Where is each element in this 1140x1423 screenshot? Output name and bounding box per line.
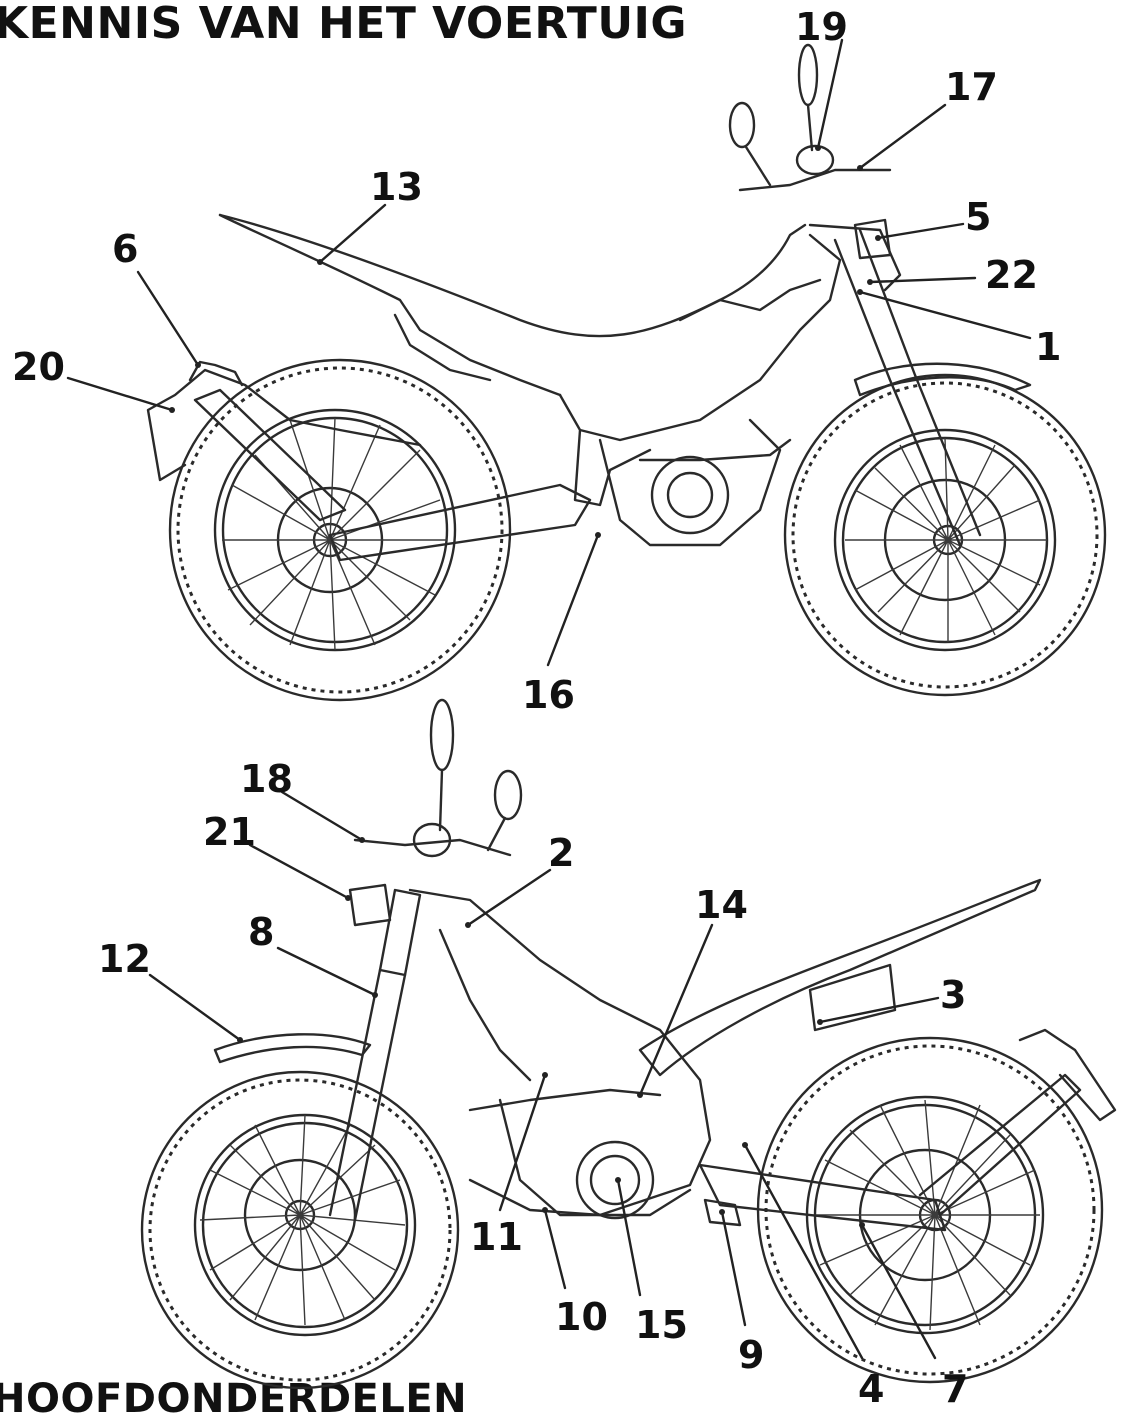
callout-2: 2 bbox=[548, 831, 574, 875]
callout-11: 11 bbox=[470, 1215, 523, 1259]
callout-15: 15 bbox=[635, 1303, 688, 1347]
page-title: KENNIS VAN HET VOERTUIG bbox=[0, 0, 688, 49]
rear-fender-left bbox=[1018, 1028, 1117, 1122]
leader-lines bbox=[66, 38, 1032, 1360]
handlebar-left bbox=[353, 838, 512, 857]
callout-6: 6 bbox=[112, 227, 138, 271]
callout-16: 16 bbox=[522, 673, 575, 717]
rear-wheel bbox=[168, 358, 512, 702]
motorcycle-left-view bbox=[140, 698, 1117, 1390]
callout-17: 17 bbox=[945, 65, 998, 109]
seat-left bbox=[638, 878, 1042, 1077]
engine bbox=[598, 418, 792, 547]
rear-wheel-left bbox=[756, 1036, 1104, 1384]
motorcycle-right-view bbox=[146, 43, 1107, 702]
front-fender bbox=[853, 362, 1032, 397]
callout-12: 12 bbox=[98, 937, 151, 981]
front-wheel-left bbox=[140, 1070, 460, 1390]
engine-left bbox=[468, 1088, 692, 1220]
callout-5: 5 bbox=[965, 195, 991, 239]
swingarm bbox=[328, 483, 592, 562]
callout-9: 9 bbox=[738, 1333, 764, 1377]
callout-18: 18 bbox=[240, 757, 293, 801]
callout-10: 10 bbox=[555, 1295, 608, 1339]
callout-21: 21 bbox=[203, 810, 256, 854]
front-fork-left bbox=[328, 968, 407, 1222]
callout-20: 20 bbox=[12, 345, 65, 389]
swingarm-left bbox=[698, 1163, 947, 1232]
callout-7: 7 bbox=[942, 1367, 968, 1411]
section-title: HOOFDONDERDELEN bbox=[0, 1376, 468, 1422]
frame bbox=[558, 233, 842, 507]
rear-fender bbox=[146, 368, 422, 482]
front-fork bbox=[833, 228, 982, 547]
callout-22: 22 bbox=[985, 253, 1038, 297]
front-wheel bbox=[783, 373, 1107, 697]
callout-19: 19 bbox=[795, 5, 848, 49]
callout-1: 1 bbox=[1035, 325, 1061, 369]
callout-14: 14 bbox=[695, 883, 748, 927]
seat bbox=[218, 213, 807, 338]
callout-4: 4 bbox=[858, 1367, 884, 1411]
callout-8: 8 bbox=[248, 910, 274, 954]
callout-numbers: 1 2 3 4 5 6 7 8 9 10 11 12 13 14 15 16 1… bbox=[12, 5, 1061, 1411]
frame-left bbox=[408, 888, 712, 1217]
callout-3: 3 bbox=[940, 973, 966, 1017]
callout-13: 13 bbox=[370, 165, 423, 209]
handlebar bbox=[738, 168, 892, 192]
